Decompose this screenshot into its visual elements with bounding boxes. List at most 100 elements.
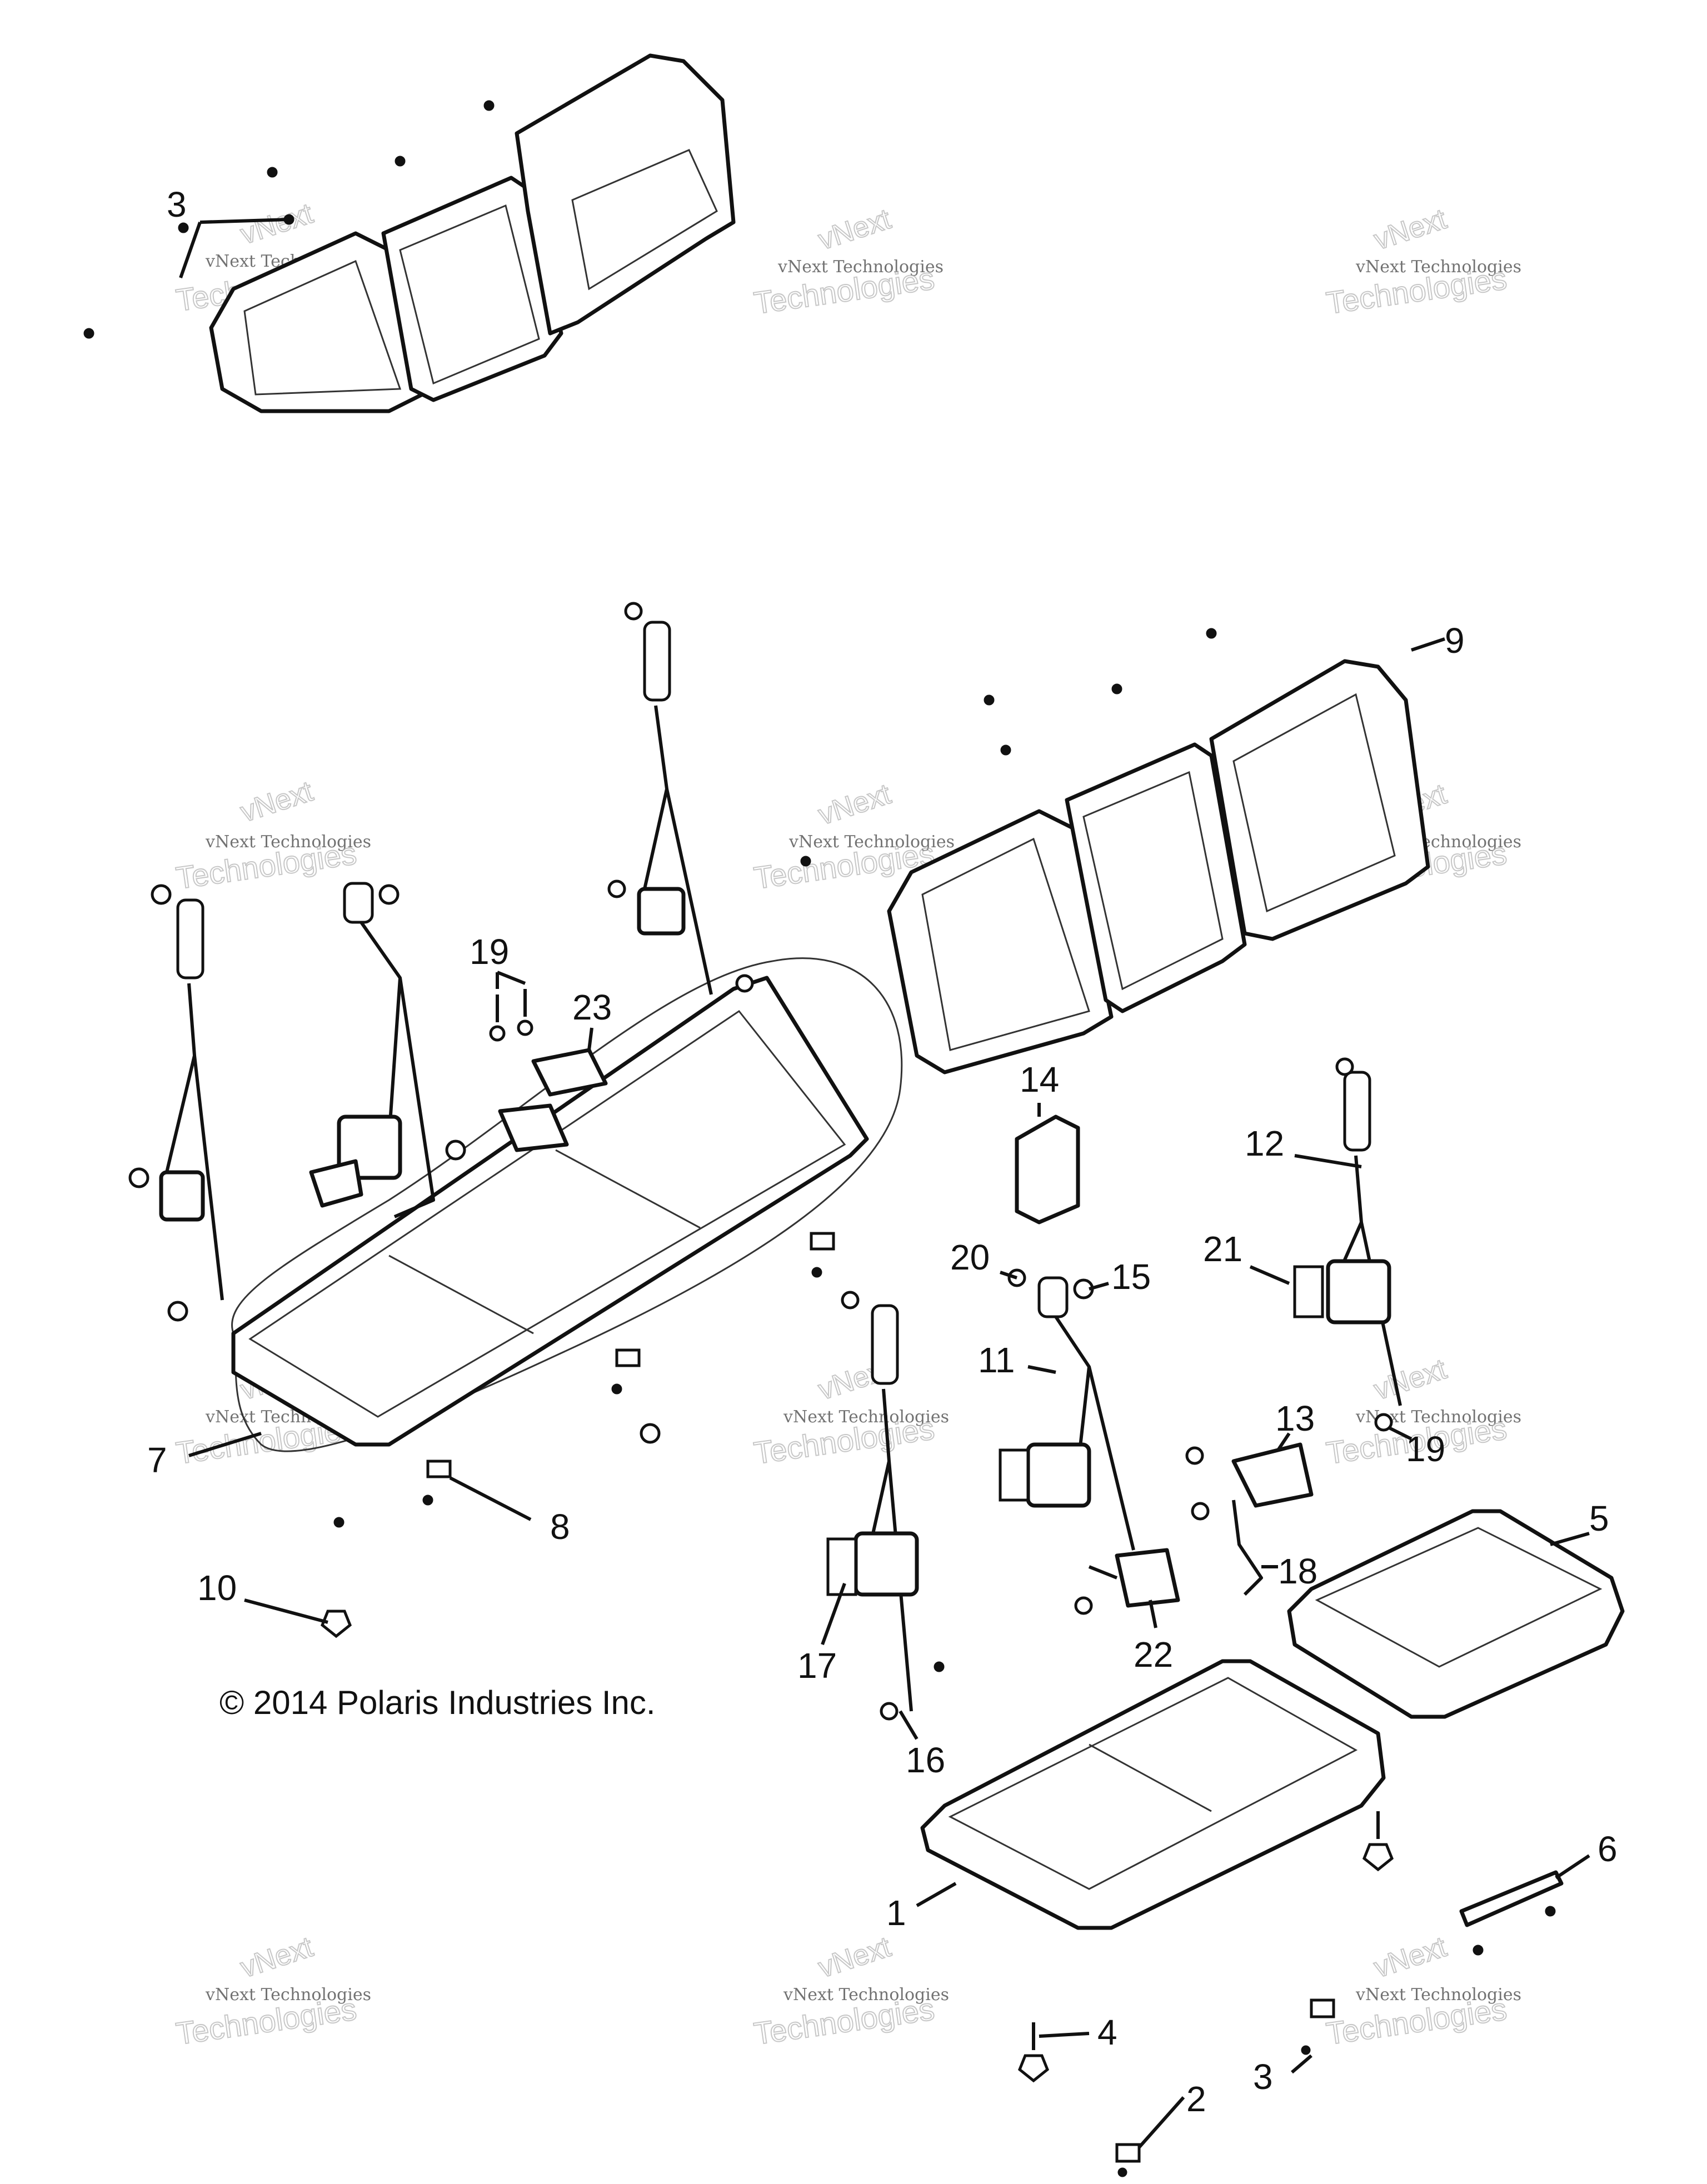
- nut-icon: [1017, 2054, 1050, 2083]
- watermark-rot-text: vNext: [237, 197, 317, 251]
- callout-13: 13: [1275, 1398, 1315, 1438]
- bolt-icon: [934, 1661, 945, 1672]
- belt-retractor: [1026, 1442, 1091, 1508]
- seat-cushion-1-top: [948, 1677, 1358, 1890]
- seat-belt-left-outer: [128, 884, 224, 1322]
- seat-clip-icon: [810, 1232, 835, 1251]
- seat-belt-front-center-item-11: [999, 1268, 1135, 1551]
- leader-5: [1550, 1532, 1590, 1546]
- leader-4: [1039, 2032, 1090, 2038]
- nut-icon: [624, 602, 643, 621]
- seat-back-left-inner: [921, 837, 1090, 1051]
- bolt-icon: [1473, 1945, 1484, 1956]
- belt-strap: [360, 921, 402, 1140]
- seat-cushion-5: [1287, 1509, 1625, 1719]
- bolt-icon: [267, 167, 278, 178]
- watermark-rot-text: vNext: [237, 1931, 317, 1984]
- copyright-text: © 2014 Polaris Industries Inc.: [219, 1684, 656, 1721]
- callout-9: 9: [1445, 621, 1465, 661]
- belt-cover-14: [1015, 1115, 1080, 1225]
- buckle-item-22: [1074, 1548, 1180, 1615]
- seat-cushion-1: [920, 1659, 1386, 1930]
- bench-seat-top: [248, 1009, 846, 1418]
- nut-icon: [841, 1291, 860, 1310]
- seat-belt-rear-center: [607, 602, 754, 995]
- leader-7: [188, 1432, 262, 1457]
- retractor-bracket: [1293, 1265, 1324, 1318]
- watermark-rot-text: vNext: [1370, 1931, 1451, 1984]
- seat-back-left-panel: [887, 809, 1114, 1074]
- bolt-nut-item-4: [1017, 2022, 1050, 2083]
- belt-strap: [1337, 1155, 1363, 1273]
- watermark-small-text: vNext Technologies: [783, 1407, 949, 1427]
- nut-icon: [320, 1610, 352, 1638]
- leader-3b: [1291, 2054, 1312, 2074]
- bolt-icon: [611, 1383, 622, 1395]
- callout-18: 18: [1278, 1551, 1317, 1591]
- seat-belt-front-right-item-12: [1293, 1057, 1402, 1432]
- callout-19: 19: [470, 932, 509, 972]
- watermark-bottom-left: vNext vNext Technologies Technologies: [173, 1930, 371, 2052]
- buckle-23-upper: [531, 1048, 608, 1097]
- nut-icon: [167, 1301, 188, 1322]
- bench-seat-assembly-item-7: [231, 957, 903, 1528]
- bolt-icon: [1301, 2045, 1311, 2055]
- seat-cushion-5-top: [1315, 1527, 1603, 1668]
- belt-strap: [1087, 1366, 1135, 1551]
- bolt-icon: [800, 856, 811, 867]
- callout-4: 4: [1097, 2012, 1117, 2052]
- watermark-mid-left: vNext vNext Technologies Technologies: [173, 774, 371, 896]
- seat-cushion-1-divider: [1089, 1743, 1212, 1812]
- seat-clip-icon: [615, 1348, 641, 1367]
- seat-back-center-inner: [1082, 771, 1224, 991]
- seat-back-right-inner: [1232, 693, 1396, 913]
- clip-item-3: [1301, 1998, 1335, 2055]
- callout-22: 22: [1134, 1635, 1173, 1675]
- watermark-top-center: vNext vNext Technologies Technologies: [751, 202, 944, 321]
- callout-11: 11: [978, 1340, 1015, 1380]
- upper-seat-back-center-inner: [399, 204, 540, 385]
- leader-8: [449, 1476, 532, 1521]
- nut-icon: [1335, 1057, 1354, 1076]
- callout-21: 21: [1203, 1229, 1242, 1269]
- clip-item-2: [1115, 2143, 1141, 2177]
- upper-seat-back-assembly: [83, 53, 736, 413]
- belt-retractor: [159, 1170, 205, 1222]
- callout-labels: 3 9 19 23 14 12 21 20 15 11 13 19 18 22 …: [147, 184, 1618, 2119]
- leader-12: [1294, 1154, 1362, 1168]
- leader-13: [1276, 1432, 1291, 1451]
- watermark-small-text: vNext Technologies: [205, 832, 371, 852]
- belt-retractor: [637, 887, 686, 936]
- leader-10: [244, 1598, 328, 1624]
- bolt-icon: [1185, 1446, 1204, 1465]
- leader-15: [1089, 1282, 1109, 1291]
- watermark-small-text: vNext Technologies: [777, 257, 944, 277]
- watermark-low-center: vNext vNext Technologies Technologies: [751, 1352, 949, 1471]
- belt-anchor-plate: [176, 898, 204, 979]
- nut-icon: [880, 1702, 899, 1721]
- seat-back-assembly-item-9: [800, 628, 1430, 1074]
- callout-16: 16: [906, 1740, 945, 1780]
- watermark-small-text: vNext Technologies: [788, 832, 955, 852]
- mount-bracket-item-6: [1459, 1870, 1564, 1956]
- leader-22: [1149, 1600, 1157, 1628]
- bolt-nut-front-seat: [1362, 1811, 1394, 1872]
- front-seat-cushion-item-1: [920, 1659, 1386, 1930]
- retractor-bracket: [999, 1448, 1030, 1502]
- nut-icon: [151, 884, 172, 905]
- bolt-icon: [1111, 683, 1122, 694]
- watermark-rot-text: vNext: [815, 203, 895, 256]
- belt-buckle: [309, 1159, 363, 1208]
- bolt-pair: [496, 989, 527, 1022]
- watermark-rot-text: vNext: [1370, 203, 1451, 256]
- watermark-rot-text: vNext: [237, 775, 317, 828]
- leader-2: [1137, 2096, 1185, 2148]
- buckle-23-lower: [498, 1103, 569, 1152]
- seat-clip-icon: [1310, 1998, 1335, 2018]
- callout-23: 23: [572, 987, 612, 1027]
- watermark-small-text: vNext Technologies: [1355, 257, 1521, 277]
- callout-7: 7: [147, 1440, 167, 1480]
- buckle-13: [1231, 1442, 1314, 1508]
- watermark-bottom-center: vNext vNext Technologies Technologies: [751, 1930, 949, 2052]
